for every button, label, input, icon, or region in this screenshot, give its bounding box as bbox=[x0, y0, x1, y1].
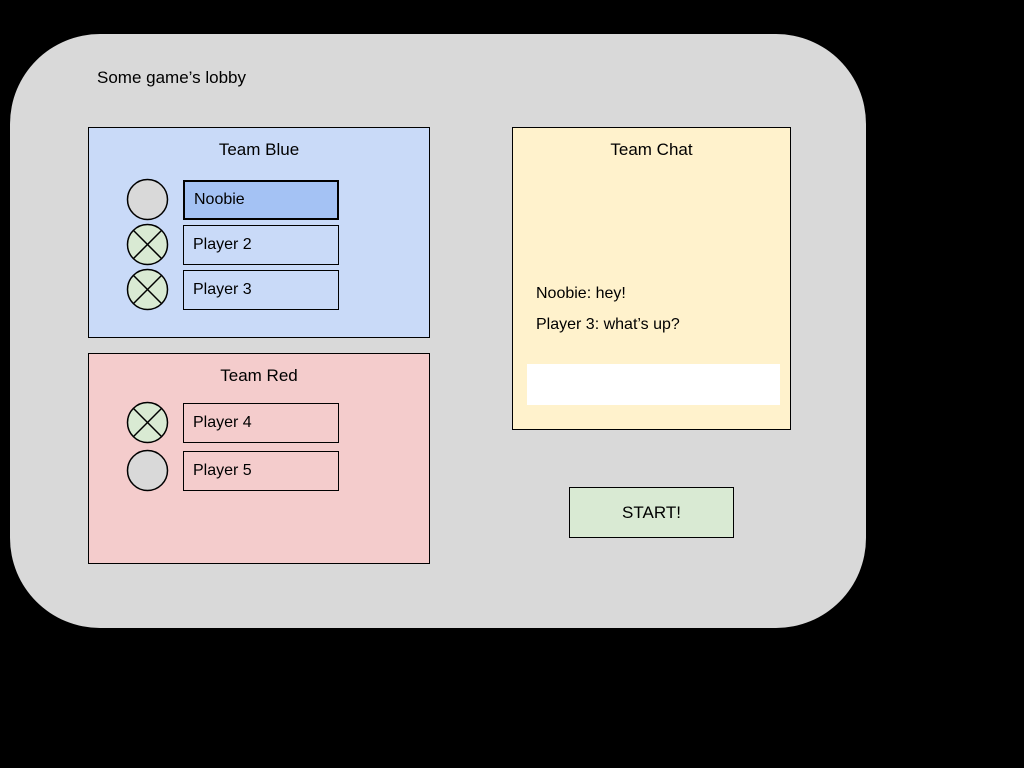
team-chat-title: Team Chat bbox=[610, 140, 693, 159]
ready-indicator[interactable] bbox=[126, 268, 169, 311]
ready-indicator[interactable] bbox=[126, 223, 169, 266]
chat-message-list: Noobie: hey! Player 3: what’s up? bbox=[536, 285, 680, 347]
not-ready-indicator[interactable] bbox=[126, 449, 169, 492]
player-row: Noobie bbox=[126, 178, 339, 221]
ready-indicator[interactable] bbox=[126, 401, 169, 444]
team-red-title: Team Red bbox=[220, 366, 298, 385]
player-slot[interactable]: Player 4 bbox=[183, 402, 339, 443]
team-blue-title: Team Blue bbox=[218, 140, 300, 159]
player-row: Player 3 bbox=[126, 268, 339, 311]
player-slot[interactable]: Noobie bbox=[183, 179, 339, 220]
team-chat-panel: Team Chat Noobie: hey! Player 3: what’s … bbox=[512, 127, 791, 430]
chat-input[interactable] bbox=[527, 364, 780, 405]
player-row: Player 5 bbox=[126, 449, 339, 492]
player-slot[interactable]: Player 2 bbox=[183, 224, 339, 265]
team-blue-panel: Team Blue Noobie Player 2 Player 3 bbox=[88, 127, 430, 338]
player-slot[interactable]: Player 5 bbox=[183, 450, 339, 491]
start-button[interactable]: START! bbox=[569, 487, 734, 538]
player-row: Player 2 bbox=[126, 223, 339, 266]
chat-message: Noobie: hey! bbox=[536, 285, 626, 302]
player-slot[interactable]: Player 3 bbox=[183, 269, 339, 310]
lobby-window: Some game’s lobby Team Blue Noobie Playe… bbox=[10, 34, 866, 628]
team-red-panel: Team Red Player 4 Player 5 bbox=[88, 353, 430, 564]
lobby-title: Some game’s lobby bbox=[97, 68, 246, 87]
player-row: Player 4 bbox=[126, 401, 339, 444]
chat-message: Player 3: what’s up? bbox=[536, 316, 680, 333]
not-ready-indicator[interactable] bbox=[126, 178, 169, 221]
